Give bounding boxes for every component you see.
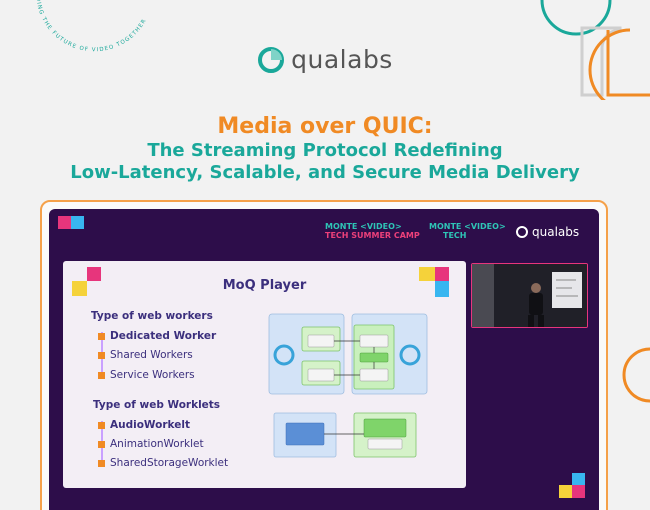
workers-heading: Type of web workers [91,310,213,322]
list-item-label: AudioWorkelt [110,419,190,431]
list-item-label: SharedStorageWorklet [110,457,229,469]
event2-line1: MONTE <VIDEO> [429,222,506,231]
list-item-label: AnimationWorklet [110,438,204,450]
bullet-square-icon [98,441,105,448]
list-item-label: Dedicated Worker [110,330,217,342]
event2-line2: TECH [443,231,467,240]
bottom-blue-square [572,473,585,485]
qualabs-leaf-icon [258,46,285,73]
list-item: AnimationWorklet [98,438,204,450]
list-item: SharedStorageWorklet [98,457,229,469]
sponsor-logo: qualabs [515,225,579,239]
list-item-label: Shared Workers [110,349,193,361]
slide-yellow-square [72,281,87,296]
list-item: Shared Workers [98,349,193,361]
list-item: AudioWorkelt [98,419,190,431]
slide-pink-square [87,267,101,281]
slide-yellow-square-right [419,267,435,281]
worker-architecture-diagram [268,313,428,395]
page-title: Media over QUIC: [217,114,433,139]
video-screen[interactable]: MONTE <VIDEO> TECH SUMMER CAMP MONTE <VI… [49,209,599,510]
sponsor-leaf-icon [516,226,528,238]
speaker-video-thumbnail[interactable] [471,263,588,328]
logo-text: qualabs [291,45,393,74]
bullet-square-icon [98,372,105,379]
slide-title: MoQ Player [222,278,307,293]
event-logo-monte-video-tech: MONTE <VIDEO> TECH [429,222,506,240]
blue-square-decoration [71,216,84,229]
page-subtitle-line1: The Streaming Protocol Redefining [147,140,503,161]
worklets-heading: Type of web Worklets [93,399,221,411]
slide-pink-square-right [435,267,449,281]
circular-tagline-decoration: BUILDING THE FUTURE OF VIDEO TOGETHER [34,0,146,53]
presentation-slide: MoQ Player Type of web workers Dedicated… [63,261,466,488]
list-item: Dedicated Worker [98,330,217,342]
bullet-square-icon [98,352,105,359]
slide-blue-square-right [435,281,449,297]
page-subtitle-line2: Low-Latency, Scalable, and Secure Media … [70,162,580,183]
bullet-square-icon [98,422,105,429]
event-logo-summer-camp: MONTE <VIDEO> TECH SUMMER CAMP [325,222,420,240]
page-title-block: Media over QUIC: The Streaming Protocol … [0,114,650,184]
bottom-pink-square [572,485,585,498]
corner-shapes-decoration [540,0,650,100]
sponsor-text: qualabs [532,225,580,239]
pink-square-decoration [58,216,71,229]
bottom-yellow-square [559,485,572,498]
bullet-square-icon [98,460,105,467]
list-item: Service Workers [98,369,195,381]
event1-line2: TECH SUMMER CAMP [325,231,420,240]
list-item-label: Service Workers [110,369,195,381]
bullet-square-icon [98,333,105,340]
half-circle-decoration [622,347,650,403]
speaker-camera-feed [472,264,587,327]
audio-worklet-scope-diagram [273,412,417,458]
qualabs-logo: qualabs [0,45,650,74]
event1-line1: MONTE <VIDEO> [325,222,402,231]
